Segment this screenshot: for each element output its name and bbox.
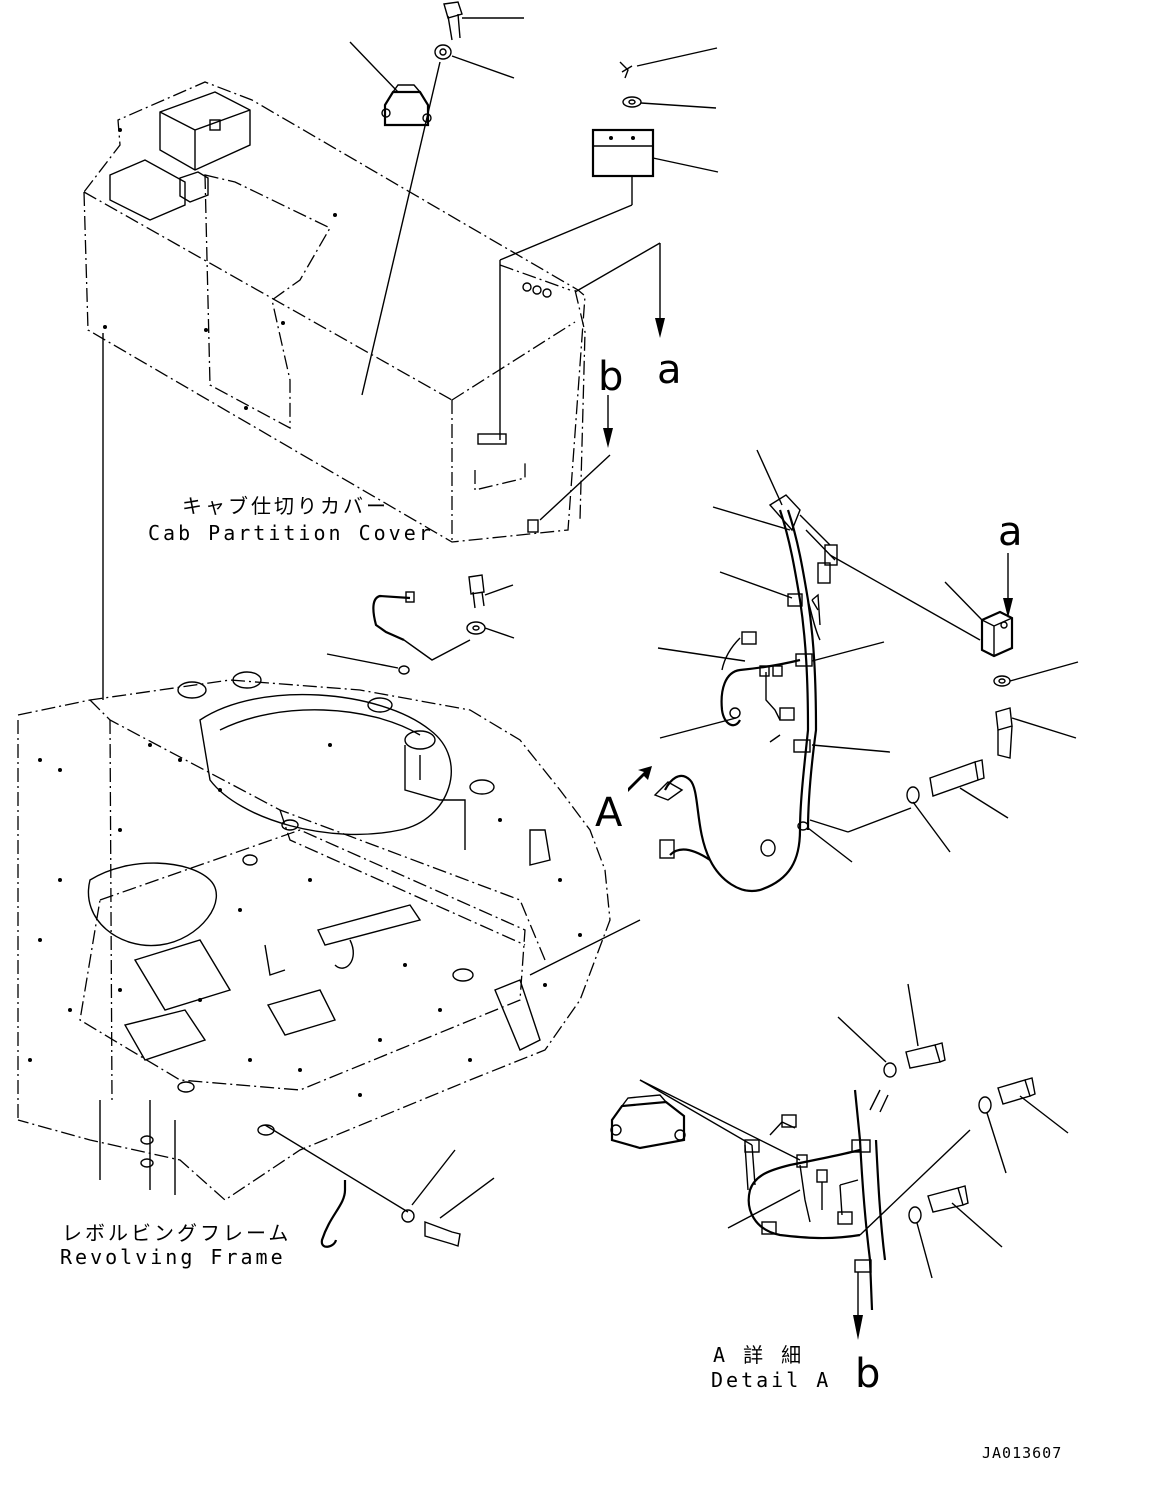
bracket-assembly-right: a	[944, 509, 1079, 759]
ref-a-top: a	[657, 347, 682, 393]
wiring-harness	[653, 449, 981, 893]
relay-switch	[349, 41, 432, 127]
ref-a-right: a	[998, 509, 1023, 555]
ref-b-top: b	[598, 354, 623, 400]
cab-cover-label-ja: キャブ仕切りカバー	[182, 494, 389, 518]
label-plate-assembly	[499, 47, 719, 440]
cab-partition-cover	[83, 81, 586, 543]
detail-a-label-en: Detail A	[711, 1368, 831, 1392]
detail-a-marker: A	[595, 766, 652, 836]
view-marker-a: A	[595, 790, 623, 836]
bolt-and-washer-mid	[809, 759, 1009, 853]
ground-cable-bottom	[264, 1124, 495, 1248]
detail-a-view: b	[610, 1079, 971, 1397]
cab-cover-label-en: Cab Partition Cover	[148, 521, 434, 545]
detail-a-fasteners	[837, 983, 1069, 1279]
revolving-frame-label-ja: レボルビングフレーム	[62, 1221, 291, 1245]
ref-arrows-top: a b	[539, 242, 682, 521]
revolving-frame-label-en: Revolving Frame	[60, 1245, 286, 1269]
ground-cable-frame	[326, 574, 515, 675]
detail-a-label-ja: A 詳 細	[713, 1343, 804, 1367]
revolving-frame	[17, 671, 611, 1201]
figure-code: JA013607	[982, 1444, 1062, 1462]
ref-b-bottom: b	[855, 1351, 880, 1397]
